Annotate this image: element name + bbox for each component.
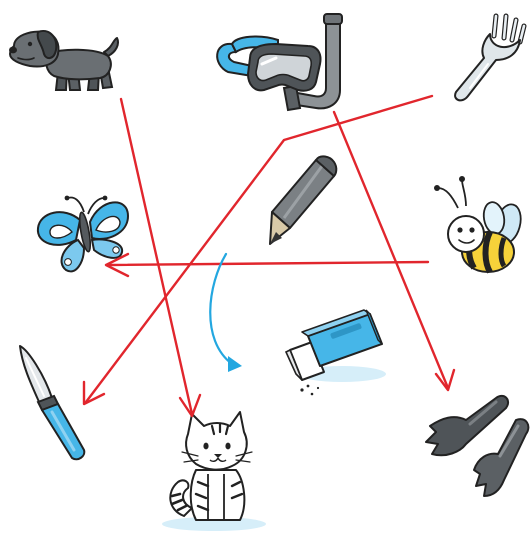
arrow-bee-to-butterfly — [106, 254, 428, 276]
cat-icon[interactable] — [162, 412, 266, 531]
dog-icon[interactable] — [9, 31, 118, 90]
knife-icon[interactable] — [20, 346, 84, 459]
diving-mask-snorkel-icon[interactable] — [217, 14, 342, 110]
eraser-icon[interactable] — [286, 310, 386, 395]
arrow-pencil-to-eraser — [210, 254, 242, 372]
fork-icon[interactable] — [455, 16, 524, 100]
arrow-dog-to-cat — [121, 99, 200, 416]
bee-icon[interactable] — [434, 176, 525, 272]
flippers-icon[interactable] — [426, 396, 528, 496]
pencil-icon[interactable] — [270, 156, 336, 244]
arrow-fork-to-knife — [84, 96, 432, 404]
